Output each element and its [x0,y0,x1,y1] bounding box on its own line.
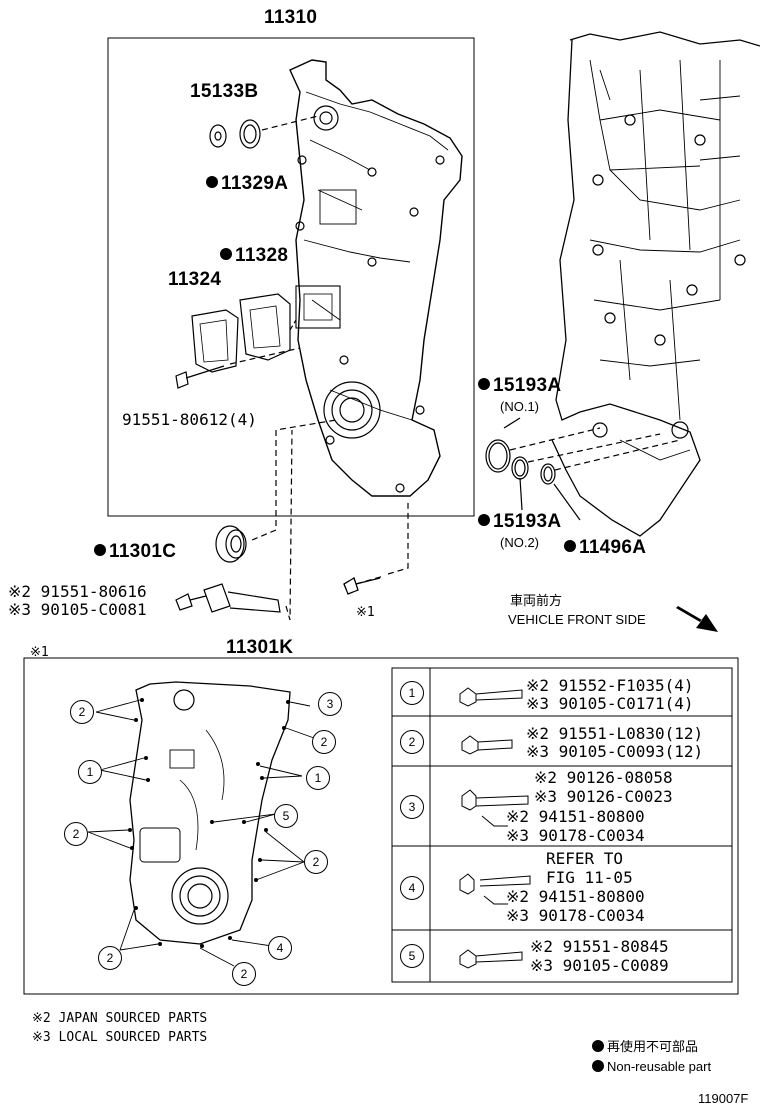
detail-callout: 1 [306,766,330,790]
table-row-1-line-2: ※3 90105-C0171(4) [526,694,694,713]
part-11301K-label: 11301K [226,637,294,658]
non-reusable-icon [478,513,490,526]
part-15193A-no2-sub: (NO.2) [500,535,539,550]
detail-callout: 2 [98,946,122,970]
table-row-3-line-4: ※3 90178-C0034 [506,826,645,845]
detail-cover-outline [129,681,291,945]
part-11329A-label: 11329A [206,174,288,193]
part-91551-80612-label: 91551-80612(4) [122,410,257,429]
part-91551-80616-label: ※2 91551-80616 [8,582,147,601]
detail-callout: 3 [318,692,342,716]
detail-callout: 1 [78,760,102,784]
table-row-4-line-1: REFER TO [546,849,624,868]
assembly-frame [107,37,475,517]
part-15133B-label: 15133B [190,81,259,102]
note-local-sourced: ※3 LOCAL SOURCED PARTS [32,1030,208,1045]
detail-frame [23,657,739,995]
part-11328-label: 11328 [220,246,288,265]
table-row-1-line-1: ※2 91552-F1035(4) [526,676,694,695]
non-reusable-icon [564,539,576,552]
table-row-4-line-4: ※3 90178-C0034 [506,906,645,925]
table-row-4-line-2: FIG 11-05 [546,868,633,887]
gasket-11328 [239,293,291,361]
legend-en: Non-reusable part [592,1059,711,1074]
part-15193A-no1-label: 15193A [478,376,561,395]
table-row-5-line-1: ※2 91551-80845 [530,937,669,956]
front-arrow [676,606,718,632]
part-90105-C0081-label: ※3 90105-C0081 [8,600,147,619]
note-japan-sourced: ※2 JAPAN SOURCED PARTS [32,1011,208,1026]
table-row-4-line-3: ※2 94151-80800 [506,887,645,906]
table-row-3-line-3: ※2 94151-80800 [506,807,645,826]
detail-label: ※1 [30,645,49,660]
non-reusable-icon [592,1039,604,1052]
non-reusable-icon [478,377,490,390]
part-15193A-no2-label: 15193A [478,512,561,531]
table-row-id: 2 [400,730,424,754]
direction-ja: 車両前方 [510,593,563,608]
detail-callout: 2 [312,730,336,754]
direction-en: VEHICLE FRONT SIDE [508,612,646,627]
non-reusable-icon [592,1059,604,1072]
detail-callout: 4 [268,936,292,960]
part-11496A-label: 11496A [564,538,646,557]
detail-callout: 2 [70,700,94,724]
part-15193A-no1-sub: (NO.1) [500,399,539,414]
table-row-3-line-1: ※2 90126-08058 [534,768,673,787]
engine-block-outline [551,31,760,537]
non-reusable-icon [206,175,218,188]
non-reusable-icon [94,543,106,556]
table-row-id: 1 [400,681,424,705]
table-row-id: 3 [400,795,424,819]
part-11301C-label: 11301C [94,542,176,561]
table-row-2-line-2: ※3 90105-C0093(12) [526,742,704,761]
detail-callout: 2 [64,822,88,846]
table-row-5-line-2: ※3 90105-C0089 [530,956,669,975]
figure-code: 119007F [698,1091,749,1106]
bolt-ref-label: ※1 [356,605,375,620]
table-row-2-line-1: ※2 91551-L0830(12) [526,724,704,743]
timing-cover-outline [289,59,463,497]
detail-callout: 2 [304,850,328,874]
table-row-id: 4 [400,876,424,900]
table-row-3-line-2: ※3 90126-C0023 [534,787,673,806]
detail-callout: 5 [274,804,298,828]
non-reusable-icon [220,247,232,260]
detail-callout: 2 [232,962,256,986]
fastener-table [391,667,733,983]
part-11324-label: 11324 [168,269,222,290]
assembly-number: 11310 [264,7,318,28]
table-row-id: 5 [400,944,424,968]
legend-ja: 再使用不可部品 [592,1039,698,1054]
gasket-11324 [191,309,239,373]
